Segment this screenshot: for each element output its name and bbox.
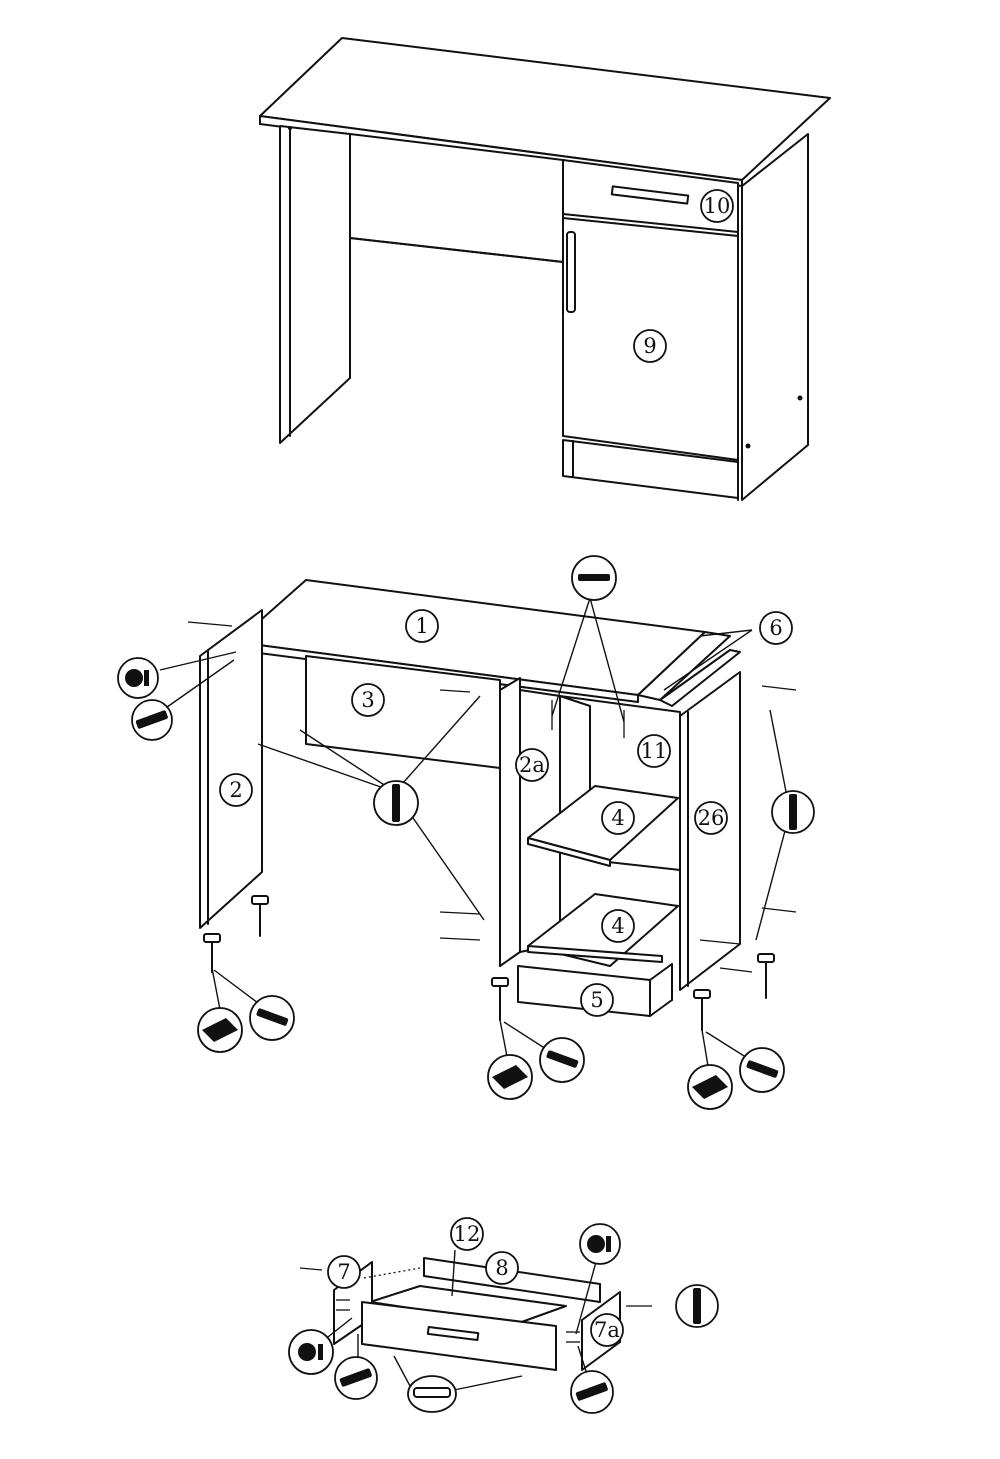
label-1: 1 [405,609,439,643]
label-11: 11 [637,734,671,768]
foot-glide-icon [687,1064,733,1110]
cam-lock-icon [288,1329,334,1375]
dowel-icon [675,1284,719,1328]
screw-icon [131,699,173,741]
screw-icon [739,1047,785,1093]
svg-text:7a: 7a [594,1318,620,1342]
screw-icon [539,1037,585,1083]
svg-text:8: 8 [495,1256,508,1280]
label-7a: 7a [590,1313,624,1347]
label-26: 26 [694,801,728,835]
cam-lock-icon [579,1223,621,1265]
foot-glide-icon [487,1054,533,1100]
svg-text:6: 6 [769,616,782,640]
label-4-upper: 4 [601,801,635,835]
dowel-icon [373,780,419,826]
svg-text:11: 11 [641,739,668,763]
confirmat-screw-icon [571,555,617,601]
screw-icon [187,621,797,973]
label-5: 5 [580,983,614,1017]
label-3: 3 [351,683,385,717]
svg-text:3: 3 [361,688,374,712]
label-2: 2 [219,773,253,807]
svg-text:4: 4 [611,806,624,830]
foot-glide-icon [203,895,775,1031]
label-9: 9 [633,329,667,363]
svg-text:26: 26 [698,806,725,830]
svg-text:1: 1 [415,614,428,638]
svg-text:4: 4 [611,914,624,938]
assembled-desk: 10 9 [259,37,831,501]
label-10: 10 [700,189,734,223]
label-6: 6 [759,611,793,645]
foot-glide-icon [197,1007,243,1053]
svg-text:10: 10 [704,194,731,218]
svg-text:2: 2 [229,778,242,802]
cam-lock-icon [117,657,159,699]
svg-text:2a: 2a [519,753,545,777]
label-2a: 2a [515,748,549,782]
screw-icon [334,1356,378,1400]
exploded-view: 1 6 3 2 2a 11 4 26 [117,555,815,1110]
label-7: 7 [327,1255,361,1289]
screw-icon [570,1370,614,1414]
dowel-icon [771,790,815,834]
label-8: 8 [485,1251,519,1285]
label-12: 12 [450,1217,484,1251]
svg-text:9: 9 [643,334,656,358]
label-4-lower: 4 [601,909,635,943]
svg-text:12: 12 [454,1222,481,1246]
svg-text:7: 7 [337,1260,350,1284]
svg-text:5: 5 [590,988,603,1012]
screw-icon [249,995,295,1041]
drawer-handle-icon [407,1375,457,1413]
drawer-exploded: 7 12 8 7a [288,1217,719,1414]
